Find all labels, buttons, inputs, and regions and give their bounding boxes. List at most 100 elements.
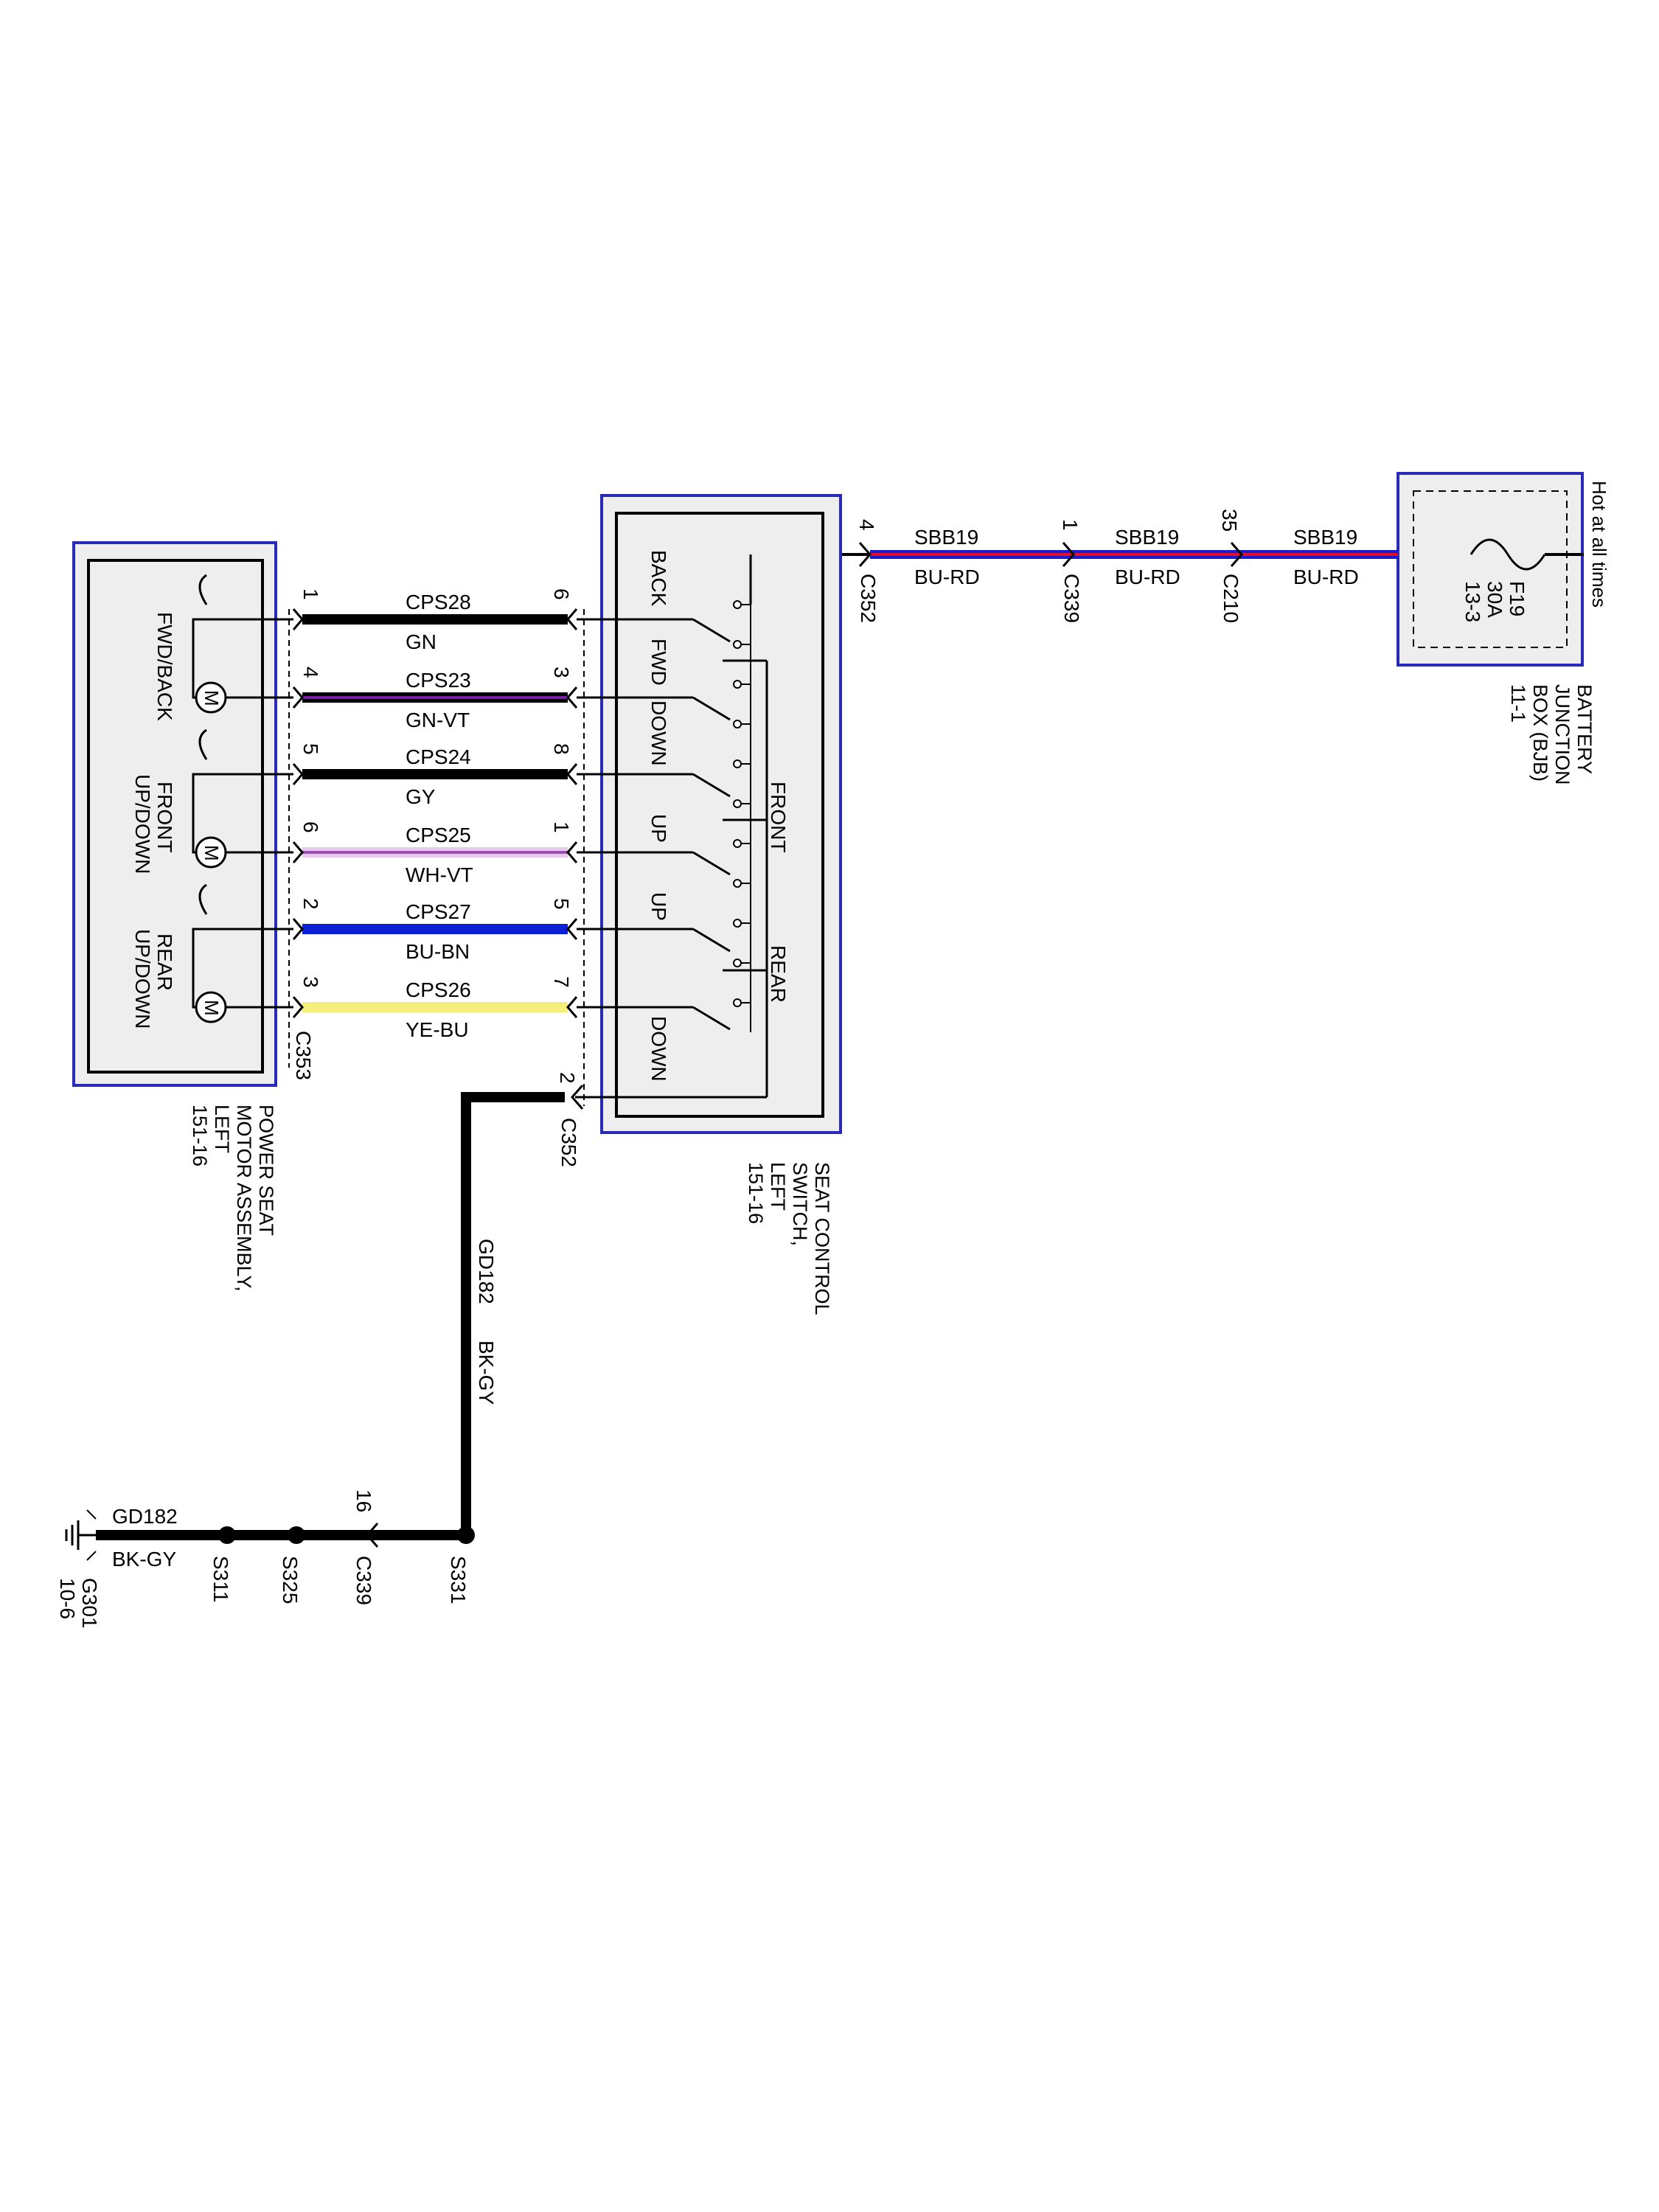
breaker-arc	[198, 574, 208, 605]
switch-contact	[733, 759, 742, 768]
wire-body	[302, 614, 568, 625]
feed-seg-1-color: BU-RD	[914, 566, 980, 588]
connector-c352-feed	[858, 542, 872, 567]
wire-circuit-label: CPS24	[406, 745, 471, 768]
splice-s331-label: S331	[447, 1556, 470, 1604]
connector-c210-feed	[1230, 542, 1243, 567]
wire-color-label: YE-BU	[406, 1018, 469, 1041]
ground-end-circuit: GD182	[112, 1505, 178, 1528]
switch-label-down-front: DOWN	[647, 700, 670, 766]
switch-label-rear: REAR	[767, 945, 790, 1003]
wire-motor-pin: 2	[299, 898, 322, 910]
motor-symbol-label: M	[201, 690, 223, 706]
wire-circuit-label: CPS28	[406, 591, 471, 613]
switch-label-up-front: UP	[647, 814, 670, 843]
switch-label-up-rear: UP	[647, 892, 670, 921]
svg-text:LEFT: LEFT	[767, 1162, 789, 1211]
fuse-rating: 30A	[1484, 581, 1506, 618]
svg-text:BATTERY: BATTERY	[1573, 684, 1596, 774]
svg-text:10-6: 10-6	[56, 1578, 79, 1619]
ground-name-label: G301 10-6	[56, 1578, 101, 1629]
breaker-arc	[198, 883, 208, 915]
motor-3: M	[192, 883, 227, 1023]
motor-group-1-label: FWD/BACK	[153, 612, 176, 721]
motor-circuits: M M M	[192, 574, 227, 1023]
splice-s311	[218, 1526, 236, 1544]
bjb-name-label: BATTERY JUNCTION BOX (BJB) 11-1	[1507, 684, 1596, 785]
switch-arm	[692, 618, 731, 643]
svg-text:BOX (BJB): BOX (BJB)	[1529, 684, 1551, 782]
switch-arm	[692, 1006, 731, 1031]
wire-color-label: GN-VT	[406, 709, 470, 731]
wire-circuit-label: CPS25	[406, 824, 471, 846]
wire-motor-pin: 5	[299, 743, 322, 755]
wire-switch-pin: 1	[550, 821, 573, 833]
switch-contact	[733, 720, 742, 728]
fuse-symbol	[1470, 538, 1546, 571]
svg-text:11-1: 11-1	[1507, 684, 1529, 723]
connector-c353-pin	[292, 841, 304, 863]
wire-body	[302, 769, 568, 779]
motor-2: M	[192, 728, 227, 869]
feed-conn-3-pin: 35	[1218, 509, 1241, 532]
svg-text:SEAT CONTROL: SEAT CONTROL	[811, 1162, 833, 1315]
connector-c353-pin	[292, 918, 304, 940]
switch-contact	[733, 839, 742, 848]
connector-c339-ground	[366, 1523, 379, 1548]
connector-c352-ground	[571, 1085, 584, 1110]
svg-text:151-16: 151-16	[745, 1162, 767, 1224]
feed-seg-3-circuit: SBB19	[1293, 526, 1357, 549]
switch-contact	[733, 640, 742, 649]
feed-seg-2-color: BU-RD	[1115, 566, 1180, 588]
ground-switch-pin: 2	[556, 1072, 579, 1084]
switch-label-fwd: FWD	[647, 639, 670, 686]
motor-assembly-name-label: POWER SEAT MOTOR ASSEMBLY, LEFT 151-16	[189, 1105, 277, 1292]
switch-contact	[733, 959, 742, 967]
fuse-name: F19	[1506, 581, 1528, 616]
ground-switch-connector: C352	[557, 1118, 580, 1167]
wire-body	[302, 924, 568, 934]
wire-color-label: WH-VT	[406, 863, 473, 886]
feed-seg-3-color: BU-RD	[1293, 566, 1359, 588]
splice-s325-label: S325	[279, 1556, 302, 1604]
wire-switch-pin: 6	[550, 588, 573, 600]
connector-c352-pin	[566, 996, 578, 1018]
wire-color-label: BU-BN	[406, 940, 470, 963]
ground-vertical-circuit: GD182	[475, 1239, 498, 1304]
switch-label-down-rear: DOWN	[647, 1016, 670, 1082]
svg-text:MOTOR ASSEMBLY,: MOTOR ASSEMBLY,	[233, 1105, 255, 1292]
motor-symbol-label: M	[201, 1000, 223, 1016]
connector-c353-pin	[292, 608, 304, 630]
feed-conn-1-pin: 4	[855, 519, 878, 531]
fuse-ref: 13-3	[1461, 581, 1484, 622]
wire-motor-pin: 1	[299, 588, 322, 600]
splice-s311-label: S311	[209, 1556, 232, 1602]
switch-label-back: BACK	[647, 550, 670, 607]
svg-text:SWITCH,: SWITCH,	[789, 1162, 811, 1246]
wire-circuit-label: CPS27	[406, 900, 471, 923]
motor-symbol-label: M	[201, 845, 223, 861]
feed-conn-2-pin: 1	[1059, 519, 1082, 531]
switch-contact	[733, 680, 742, 689]
motor-1: M	[192, 574, 227, 714]
feed-conn-2-name: C339	[1060, 574, 1083, 623]
svg-text:151-16: 151-16	[189, 1105, 211, 1166]
ground-circuit	[96, 1092, 565, 1540]
motor-group-3-label-a: REAR	[153, 933, 176, 991]
ground-vertical-color: BK-GY	[475, 1340, 498, 1405]
wire-motor-pin: 4	[299, 667, 322, 678]
svg-text:POWER SEAT: POWER SEAT	[255, 1105, 277, 1236]
wire-motor-pin: 3	[299, 976, 322, 988]
ground-symbol-icon	[65, 1509, 97, 1561]
switch-arm	[692, 928, 731, 953]
feed-seg-2-circuit: SBB19	[1115, 526, 1179, 549]
wire-body	[302, 1002, 568, 1012]
switch-arm	[692, 773, 731, 798]
splice-s325	[288, 1526, 305, 1544]
